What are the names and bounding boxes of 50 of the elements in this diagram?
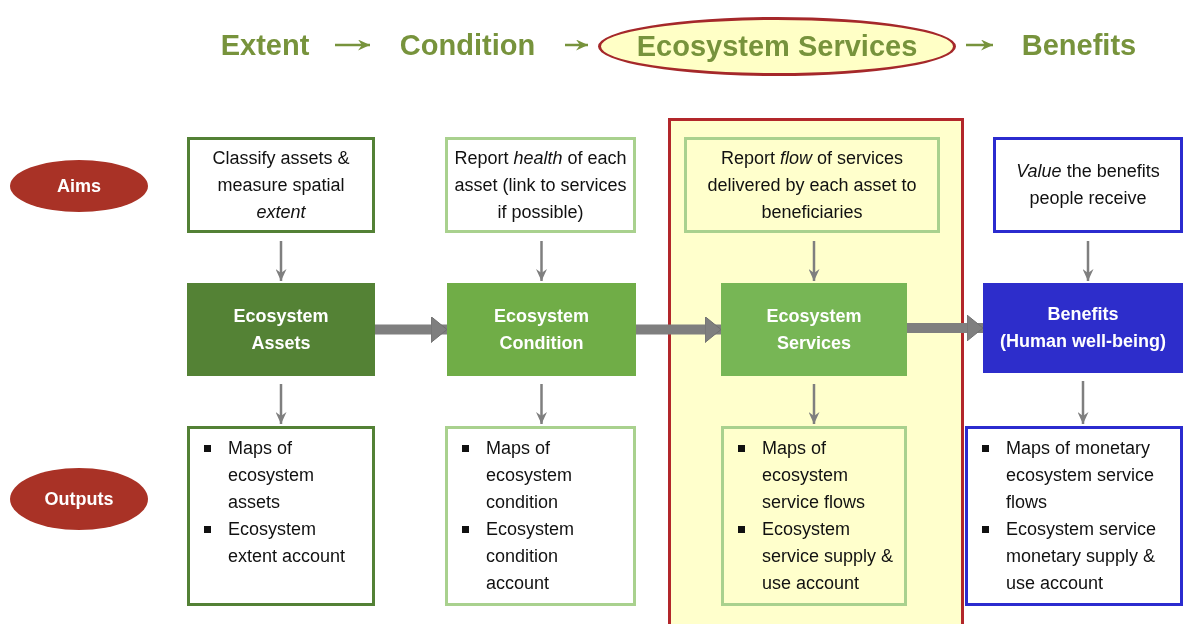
- stage-title: Benefits: [1003, 22, 1155, 68]
- highlight-panel: [668, 118, 964, 624]
- output-box: [187, 426, 375, 606]
- process-label: (Human well-being): [1000, 330, 1166, 353]
- process-label: Ecosystem Condition: [492, 304, 591, 355]
- arrow: [1082, 241, 1094, 281]
- bullet-item: Ecosystem service monetary supply & use account: [980, 516, 1172, 597]
- aim-text: Report flow of services delivered by each asset to beneficiaries: [706, 146, 918, 224]
- arrow: [565, 39, 588, 51]
- stage-title: Condition: [380, 22, 555, 68]
- bullet-item: Maps of monetary ecosystem service flows: [980, 435, 1172, 516]
- process-box: [983, 283, 1183, 373]
- arrow: [536, 384, 547, 424]
- arrow: [335, 39, 370, 51]
- aim-text: Classify assets & measure spatial extent: [211, 146, 351, 224]
- output-box: [445, 426, 636, 606]
- bullet-item: Ecosystem extent account: [202, 516, 364, 570]
- aim-box: [445, 137, 636, 233]
- process-box: [447, 283, 636, 376]
- bullet-item: Maps of ecosystem service flows: [736, 435, 896, 516]
- arrow: [808, 241, 820, 281]
- row-label: Outputs: [44, 488, 114, 510]
- process-label: Ecosystem Assets: [232, 304, 330, 355]
- arrow: [1077, 381, 1089, 424]
- stage-title: Ecosystem Services: [636, 30, 918, 63]
- arrow: [966, 39, 993, 51]
- arrow: [275, 384, 287, 424]
- block-arrow: [375, 316, 448, 343]
- bullet-item: Ecosystem condition account: [460, 516, 625, 597]
- block-arrow: [636, 316, 722, 343]
- aim-text: Report health of each asset (link to services if possible): [453, 146, 628, 224]
- aim-box: [187, 137, 375, 233]
- aim-box: [684, 137, 940, 233]
- arrow: [275, 241, 287, 281]
- arrow: [536, 241, 547, 281]
- process-box: [721, 283, 907, 376]
- process-box: [187, 283, 375, 376]
- output-box: [721, 426, 907, 606]
- output-box: [965, 426, 1183, 606]
- arrow: [808, 384, 820, 424]
- aim-box: [993, 137, 1183, 233]
- process-label: Benefits: [1047, 303, 1119, 326]
- process-label: Ecosystem Services: [765, 304, 863, 355]
- aim-text: Value the benefits people receive: [1015, 160, 1161, 210]
- block-arrow: [907, 314, 984, 342]
- stage-title: Extent: [205, 22, 325, 68]
- row-label: Aims: [57, 175, 101, 197]
- bullet-item: Ecosystem service supply & use account: [736, 516, 896, 597]
- bullet-item: Maps of ecosystem condition: [460, 435, 625, 516]
- bullet-item: Maps of ecosystem assets: [202, 435, 364, 516]
